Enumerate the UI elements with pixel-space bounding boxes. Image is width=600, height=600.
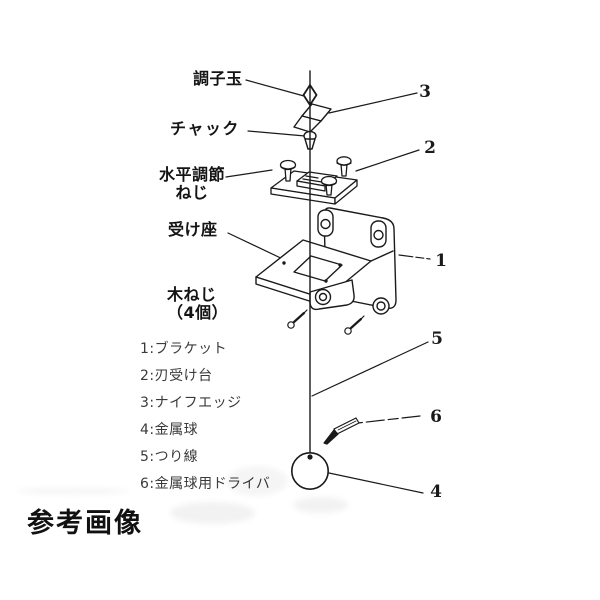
wall-bracket xyxy=(255,207,397,315)
label-leveling-screw-line1: 水平調節 xyxy=(158,165,225,184)
leader-seat xyxy=(227,232,288,262)
wood-screws xyxy=(287,309,365,335)
scan-artifact xyxy=(226,466,288,496)
label-wood-screws-line1: 木ねじ xyxy=(167,285,217,304)
wood-screw-2-head xyxy=(344,327,352,335)
driver-rod-line xyxy=(337,420,357,431)
callout-number-6: 6 xyxy=(430,407,442,427)
ball-driver-tool xyxy=(323,417,360,445)
knife-edge-assembly xyxy=(293,84,332,150)
legend-item-1: 1:ブラケット xyxy=(140,341,228,357)
leader-lines xyxy=(225,79,431,494)
blade-seat-notch xyxy=(305,175,319,179)
legend-item-4: 4:金属球 xyxy=(140,422,199,438)
driver-nib xyxy=(323,429,339,445)
label-wood-screws: 木ねじ（4個） xyxy=(167,286,228,321)
callout-number-5: 5 xyxy=(431,329,443,349)
thumb-screw-back xyxy=(336,156,352,177)
ball-wire-socket xyxy=(307,454,313,460)
thumb-screw-left-rim xyxy=(280,166,296,170)
leader-3 xyxy=(328,92,418,114)
label-seat: 受け座 xyxy=(168,220,218,239)
leader-chuck xyxy=(247,130,306,137)
leader-2 xyxy=(355,149,420,172)
blade-seat-front xyxy=(296,180,326,192)
thumb-screw-front xyxy=(320,175,338,196)
plate-right xyxy=(334,179,358,205)
bracket-grommet-right-hole xyxy=(376,301,386,311)
leader-4 xyxy=(328,472,424,494)
shelf-dot-2 xyxy=(338,263,342,267)
label-leveling-screw: 水平調節ねじ xyxy=(158,166,226,201)
leader-1 xyxy=(398,254,431,260)
leader-5 xyxy=(311,341,429,397)
scan-artifact xyxy=(170,502,255,524)
callout-number-2: 2 xyxy=(424,138,436,158)
bracket-shelf-slot xyxy=(293,255,343,282)
shelf-dot-3 xyxy=(324,279,328,283)
bracket-hole-top-left xyxy=(320,218,331,230)
caption-reference-image: 参考画像 xyxy=(27,508,143,539)
bracket-grommet-left-hole xyxy=(318,292,328,302)
thumb-screw-back-rim xyxy=(336,162,352,166)
callout-number-1: 1 xyxy=(435,251,447,271)
thumb-screw-left xyxy=(279,159,297,182)
label-wood-screws-line2: （4個） xyxy=(167,302,229,322)
legend-item-6: 6:金属球用ドライバ xyxy=(140,476,271,492)
label-chuck: チャック xyxy=(170,119,240,138)
leader-leveling-screw xyxy=(225,169,273,178)
wood-screw-1-head xyxy=(287,321,295,329)
legend-item-2: 2:刃受け台 xyxy=(140,368,213,384)
bracket-shelf-back-edge xyxy=(370,250,394,262)
thumb-screw-front-rim xyxy=(321,182,337,186)
wood-screw-1-tip xyxy=(303,309,308,314)
blade-rest-plate xyxy=(270,156,358,205)
leader-6 xyxy=(357,415,421,424)
legend-item-3: 3:ナイフエッジ xyxy=(140,395,242,411)
metal-ball xyxy=(290,451,329,490)
bracket-hole-top-right xyxy=(373,229,384,241)
scan-artifact xyxy=(293,497,348,513)
wood-screw-1-shaft xyxy=(292,311,306,324)
callout-number-4: 4 xyxy=(430,482,442,502)
wood-screw-2-shaft xyxy=(349,317,363,330)
legend-item-5: 5:つり線 xyxy=(140,449,199,465)
wood-screw-2-tip xyxy=(360,315,365,320)
leader-tuning-bead xyxy=(245,79,305,97)
callout-number-3: 3 xyxy=(419,82,431,102)
scan-artifact xyxy=(15,487,130,495)
shelf-dot-1 xyxy=(282,261,286,265)
shelf-hole-dots xyxy=(282,261,342,283)
label-tuning-bead: 調子玉 xyxy=(193,69,243,88)
label-leveling-screw-line2: ねじ xyxy=(175,182,209,202)
